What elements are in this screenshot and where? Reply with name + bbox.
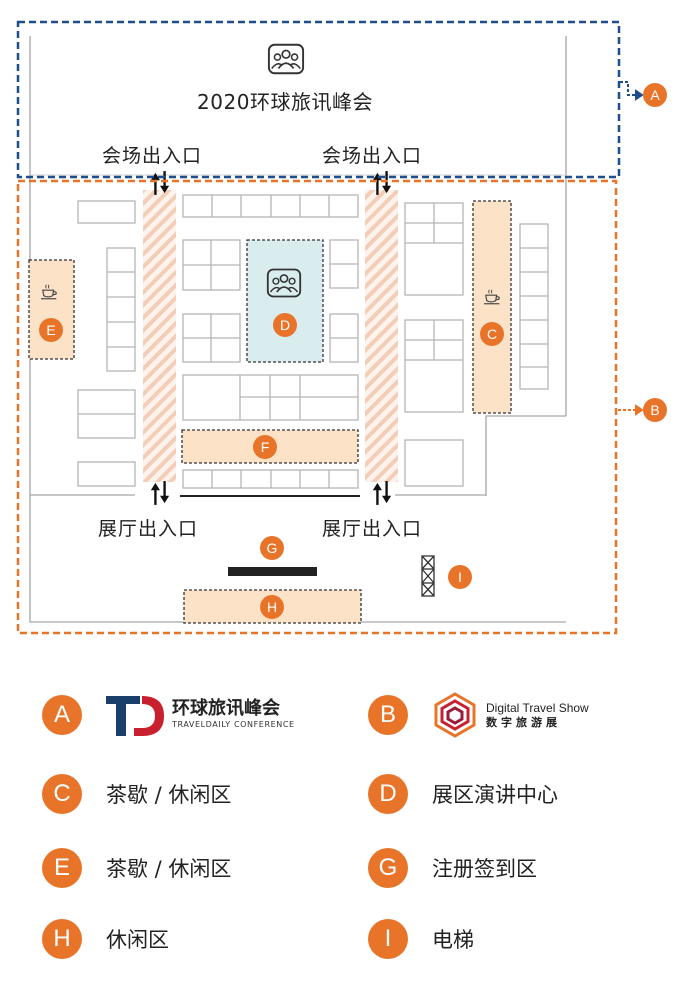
legend-item-i: I 电梯 bbox=[368, 917, 474, 961]
traveldaily-title: 环球旅讯峰会 bbox=[172, 698, 280, 719]
marker-f: F bbox=[253, 435, 277, 459]
legend-letter: H bbox=[42, 919, 82, 959]
exhibition-booths bbox=[77, 194, 549, 489]
zone-b-connector bbox=[618, 404, 644, 416]
legend-letter: G bbox=[368, 848, 408, 888]
venue-entrance-label-right: 会场出入口 bbox=[322, 145, 423, 167]
marker-e: E bbox=[39, 318, 63, 342]
aisle-right bbox=[365, 190, 398, 482]
legend-label: 休闲区 bbox=[106, 928, 169, 952]
marker-b: B bbox=[643, 398, 667, 422]
legend-label: 茶歇 / 休闲区 bbox=[106, 857, 232, 881]
marker-c: C bbox=[480, 322, 504, 346]
legend-letter: I bbox=[368, 919, 408, 959]
people-speaker-icon bbox=[267, 43, 305, 75]
zone-b-border bbox=[16, 179, 618, 635]
registration-desk bbox=[228, 567, 317, 576]
legend-item-e: E 茶歇 / 休闲区 bbox=[42, 846, 231, 890]
legend-item-c: C 茶歇 / 休闲区 bbox=[42, 772, 231, 816]
zone-e bbox=[28, 259, 75, 360]
legend-label: 电梯 bbox=[432, 928, 474, 952]
marker-h: H bbox=[260, 595, 284, 619]
zone-a-connector bbox=[620, 81, 644, 101]
marker-d: D bbox=[273, 313, 297, 337]
legend-item-a: A 环球旅讯峰会 TRAVELDAILY CONFERENCE bbox=[42, 693, 295, 737]
traveldaily-subtitle: TRAVELDAILY CONFERENCE bbox=[172, 720, 295, 729]
legend-letter: B bbox=[368, 695, 408, 735]
legend-item-g: G 注册签到区 bbox=[368, 846, 537, 890]
legend-label: 注册签到区 bbox=[432, 857, 537, 881]
aisle-left bbox=[143, 190, 176, 482]
zone-stage-d bbox=[246, 239, 324, 363]
elevator-icon bbox=[421, 555, 435, 597]
venue-entrance-label-left: 会场出入口 bbox=[102, 145, 203, 167]
legend-letter: A bbox=[42, 695, 82, 735]
legend-letter: D bbox=[368, 774, 408, 814]
legend-item-d: D 展区演讲中心 bbox=[368, 772, 558, 816]
building-outline bbox=[29, 36, 567, 623]
legend-label: 茶歇 / 休闲区 bbox=[106, 783, 232, 807]
zone-a-border bbox=[16, 20, 621, 179]
zone-c bbox=[472, 200, 512, 414]
legend-letter: E bbox=[42, 848, 82, 888]
digital-travel-show-logo-icon bbox=[434, 692, 476, 738]
dts-title: Digital Travel Show bbox=[486, 701, 589, 715]
legend-item-h: H 休闲区 bbox=[42, 917, 169, 961]
marker-a: A bbox=[643, 83, 667, 107]
marker-i: I bbox=[448, 565, 472, 589]
legend-letter: C bbox=[42, 774, 82, 814]
dts-subtitle: 数字旅游展 bbox=[486, 716, 561, 729]
legend-label: 展区演讲中心 bbox=[432, 783, 558, 807]
hall-entrance-label-left: 展厅出入口 bbox=[98, 518, 199, 540]
legend-item-b: B Digital Travel Show 数字旅游展 bbox=[368, 692, 589, 738]
marker-g: G bbox=[260, 536, 284, 560]
entrance-arrows-icon bbox=[371, 481, 393, 505]
entrance-arrows-icon bbox=[149, 481, 171, 505]
hall-entrance-label-right: 展厅出入口 bbox=[322, 518, 423, 540]
traveldaily-logo-icon bbox=[106, 696, 164, 736]
conference-title: 2020环球旅讯峰会 bbox=[197, 90, 373, 114]
